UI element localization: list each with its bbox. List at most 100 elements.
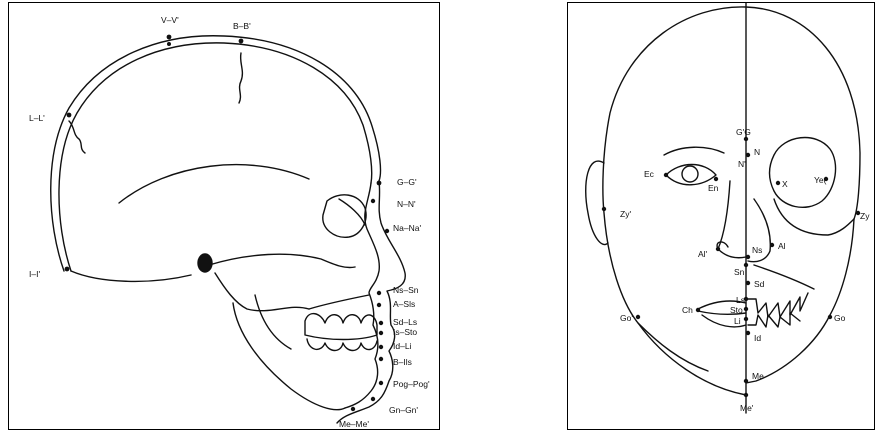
point-cheilion: [696, 308, 700, 312]
landmark-labels: V–V' B–B' L–L' I–I' G–G' N–N' Na–Na' Ns–…: [29, 15, 430, 429]
label-inion: I–I': [29, 269, 40, 279]
label-nasale: Na–Na': [393, 223, 421, 233]
face-outline-soft: [603, 7, 746, 395]
mandible: [233, 303, 345, 410]
label-zygion-soft: Zy': [620, 209, 631, 219]
label-menton: Me–Me': [339, 419, 369, 429]
point-supramentale: [379, 357, 383, 361]
label-supradentale: Sd–Ls: [393, 317, 417, 327]
jaw-line: [638, 323, 708, 371]
mastoid-region: [71, 271, 191, 281]
lambdoid-suture: [69, 121, 85, 153]
point-nasion-frontal: [746, 153, 750, 157]
frontal-profile-drawing: G'G N N' Ec En X Ye( Zy' Zy Ns Al' Al Sn…: [568, 3, 876, 431]
label-glabella: G–G': [397, 177, 417, 187]
label-nasion: N–N': [397, 199, 416, 209]
mandibular-ramus: [255, 295, 291, 349]
soft-tissue-outline: [51, 36, 381, 271]
label-bregma: B–B': [233, 21, 251, 31]
label-vertex: V–V': [161, 15, 179, 25]
landmark-labels-frontal: G'G N N' Ec En X Ye( Zy' Zy Ns Al' Al Sn…: [620, 127, 870, 413]
point-glabella: [377, 181, 382, 186]
label-incision: Is–Sto: [393, 327, 417, 337]
maxilla: [309, 295, 369, 309]
point-x: [776, 181, 780, 185]
point-nasospinale: [377, 291, 381, 295]
label-gonion-soft: Go': [620, 313, 633, 323]
label-supradentale: Sd: [754, 279, 765, 289]
point-ectocanthion: [664, 173, 668, 177]
label-zygion: Zy: [860, 211, 870, 221]
point-zygion-soft: [602, 207, 606, 211]
point-menton-soft: [744, 393, 748, 397]
lateral-profile-figure: V–V' B–B' L–L' I–I' G–G' N–N' Na–Na' Ns–…: [8, 2, 440, 430]
left-brow: [664, 147, 724, 155]
coronal-suture: [239, 53, 242, 103]
label-labrale-sup: Ls: [736, 295, 745, 305]
label-ye: Ye(: [814, 175, 827, 185]
lower-teeth: [307, 339, 377, 351]
label-supramentale: B–Ils: [393, 357, 412, 367]
point-gonion-soft: [636, 315, 640, 319]
upper-teeth-frontal: [748, 293, 808, 317]
point-stomion: [744, 307, 748, 311]
label-x: X: [782, 179, 788, 189]
nasal-bone: [339, 199, 365, 225]
label-glabella-frontal: G'G: [736, 127, 751, 137]
label-alare-soft: Al': [698, 249, 708, 259]
point-infradentale: [379, 345, 383, 349]
label-pogonion: Pog–Pog': [393, 379, 430, 389]
point-vertex-inner: [167, 42, 171, 46]
frontal-profile-figure: G'G N N' Ec En X Ye( Zy' Zy Ns Al' Al Sn…: [567, 2, 875, 430]
zygomatic-bone: [774, 199, 854, 235]
skull-facial-profile: [345, 183, 379, 408]
label-endocanthion: En: [708, 183, 719, 193]
label-alare: Al: [778, 241, 786, 251]
point-lambda: [67, 113, 72, 118]
point-alare: [770, 243, 774, 247]
point-supradentale: [379, 321, 383, 325]
lower-teeth-frontal: [748, 313, 800, 327]
point-labrale-inf: [744, 317, 748, 321]
label-lambda: L–L': [29, 113, 45, 123]
point-bregma: [239, 39, 244, 44]
skull-outline: [59, 43, 372, 271]
point-subnasale: [744, 263, 748, 267]
point-pogonion: [379, 381, 383, 385]
label-nasion-soft: N': [738, 159, 746, 169]
label-subspinale: A–Sls: [393, 299, 415, 309]
nose: [718, 181, 746, 258]
label-gnathion: Gn–Gn': [389, 405, 418, 415]
label-cheilion: Ch: [682, 305, 693, 315]
label-subnasale: Sn: [734, 267, 745, 277]
point-gnathion: [371, 397, 375, 401]
point-infradentale-frontal: [746, 331, 750, 335]
label-gonion: Go: [834, 313, 846, 323]
point-menton: [351, 407, 355, 411]
skull-base: [215, 273, 309, 311]
ear: [586, 161, 608, 244]
point-incision: [379, 331, 383, 335]
label-menton: Me: [752, 371, 764, 381]
ear-canal: [198, 254, 212, 272]
label-nasospinale: Ns: [752, 245, 762, 255]
label-stomion: Sto: [730, 305, 743, 315]
lateral-profile-drawing: V–V' B–B' L–L' I–I' G–G' N–N' Na–Na' Ns–…: [9, 3, 441, 431]
point-endocanthion: [714, 177, 718, 181]
label-infradentale: Id: [754, 333, 761, 343]
label-infradentale: Id–Li: [393, 341, 412, 351]
point-inion: [65, 267, 70, 272]
label-nasospinale: Ns–Sn: [393, 285, 419, 295]
point-alare-soft: [716, 247, 720, 251]
label-ectocanthion: Ec: [644, 169, 655, 179]
label-nasion-frontal: N: [754, 147, 760, 157]
point-glabella-frontal: [744, 137, 748, 141]
landmark-points: [65, 35, 390, 412]
point-gonion: [828, 315, 832, 319]
left-iris: [682, 166, 698, 182]
label-labrale-inf: Li: [734, 316, 741, 326]
label-menton-soft: Me': [740, 403, 754, 413]
point-vertex: [167, 35, 172, 40]
point-subspinale: [377, 303, 381, 307]
point-menton-frontal: [744, 379, 748, 383]
